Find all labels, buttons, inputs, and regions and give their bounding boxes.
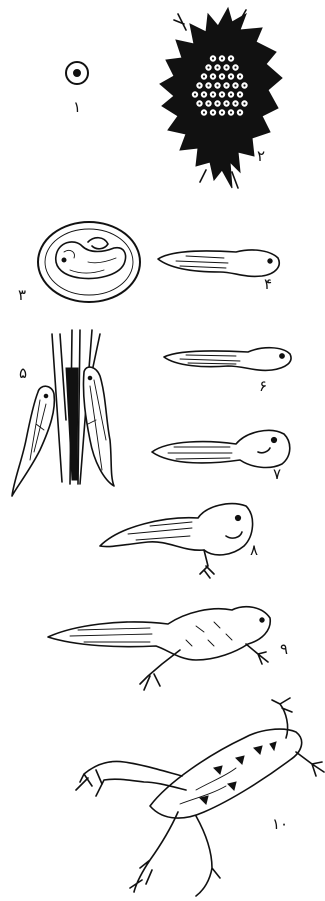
- stage-number-7: ٧: [273, 465, 281, 483]
- egg-dot-center: [212, 111, 214, 113]
- egg-dot-center: [216, 102, 218, 104]
- adult-frog-icon: [76, 698, 324, 896]
- egg-dot-center: [212, 75, 214, 77]
- early-tadpole-icon: [158, 250, 279, 276]
- egg-dot-center: [230, 57, 232, 59]
- egg-dot-center: [198, 102, 200, 104]
- egg-dot-center: [207, 102, 209, 104]
- tadpole-round-head-icon: [152, 430, 290, 467]
- embryo-in-egg-icon: [38, 222, 140, 302]
- stage-number-8: ٨: [250, 541, 258, 559]
- egg-dot-center: [225, 102, 227, 104]
- egg-dot-center: [225, 84, 227, 86]
- egg-dot-center: [207, 84, 209, 86]
- egg-dot-center: [230, 75, 232, 77]
- egg-dot-center: [221, 57, 223, 59]
- stage-number-4: ۴: [264, 275, 272, 293]
- egg-dot-center: [243, 102, 245, 104]
- egg-dot-center: [212, 93, 214, 95]
- egg-dot-center: [225, 66, 227, 68]
- egg-dot-center: [221, 93, 223, 95]
- egg-dot-center: [194, 93, 196, 95]
- egg-dot-center: [221, 75, 223, 77]
- tadpoles-on-stem-icon: [12, 330, 114, 496]
- egg-dot-center: [198, 84, 200, 86]
- stage-number-5: ۵: [19, 364, 27, 382]
- stage-number-1: ١: [73, 98, 81, 116]
- froglet-with-tail-icon: [48, 607, 270, 690]
- egg-dot-center: [234, 66, 236, 68]
- stage-number-10: ١٠: [272, 815, 288, 833]
- egg-dot-center: [216, 84, 218, 86]
- tadpole-icon: [164, 348, 291, 371]
- egg-dot-center: [203, 111, 205, 113]
- egg-dot-center: [239, 93, 241, 95]
- egg-dot-center: [230, 93, 232, 95]
- egg-dot-center: [234, 84, 236, 86]
- egg-dot-center: [212, 57, 214, 59]
- egg-dot-center: [243, 84, 245, 86]
- egg-dot-center: [234, 102, 236, 104]
- egg-icon: [66, 62, 88, 84]
- egg-dot-center: [216, 66, 218, 68]
- stage-number-2: ٢: [257, 147, 265, 165]
- egg-dot-center: [239, 75, 241, 77]
- stage-number-3: ٣: [18, 286, 26, 304]
- tadpole-hind-legs-icon: [100, 504, 253, 578]
- egg-dot-center: [203, 75, 205, 77]
- stage-number-6: ۶: [259, 377, 267, 395]
- egg-dot-center: [221, 111, 223, 113]
- egg-dot-center: [239, 111, 241, 113]
- egg-dot-center: [207, 66, 209, 68]
- stage-number-9: ٩: [280, 640, 288, 658]
- egg-dot-center: [230, 111, 232, 113]
- egg-dot-center: [203, 93, 205, 95]
